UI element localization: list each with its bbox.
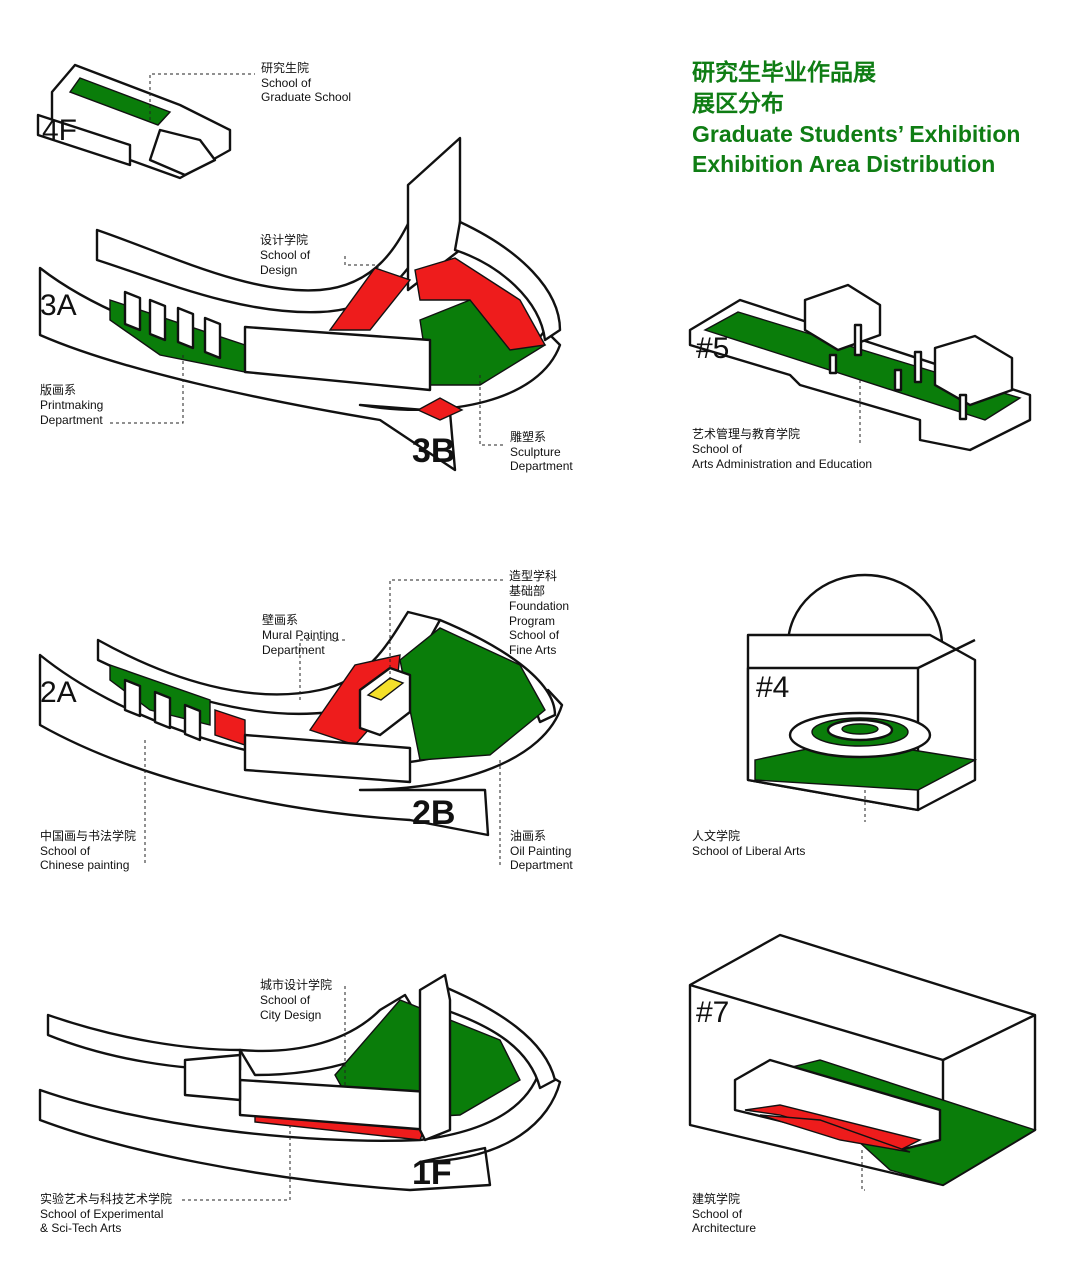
floor-4f-diagram: 4F <box>36 63 232 180</box>
svg-text:建筑学院: 建筑学院 <box>692 1191 740 1206</box>
title-line-1: 研究生毕业作品展 <box>692 59 876 85</box>
floor-label-4f: 4F <box>42 114 77 147</box>
svg-text:City Design: City Design <box>260 1008 321 1022</box>
svg-text:Graduate School: Graduate School <box>261 90 351 104</box>
leader-lines <box>110 73 866 1201</box>
svg-text:人文学院: 人文学院 <box>692 828 740 843</box>
label-foundation-program: 造型学科 基础部 Foundation Program School of Fi… <box>509 568 569 657</box>
label-sculpture: 雕塑系 Sculpture Department <box>510 429 573 473</box>
svg-text:School of: School of <box>261 76 312 90</box>
svg-text:壁画系: 壁画系 <box>262 612 298 627</box>
svg-text:Arts Administration and Educat: Arts Administration and Education <box>692 457 872 471</box>
svg-text:城市设计学院: 城市设计学院 <box>260 977 332 992</box>
svg-text:Sculpture: Sculpture <box>510 445 561 459</box>
svg-text:Chinese painting: Chinese painting <box>40 858 129 872</box>
svg-text:Mural Painting: Mural Painting <box>262 628 339 642</box>
svg-text:Department: Department <box>40 413 103 427</box>
label-city-design: 城市设计学院 School of City Design <box>260 977 332 1022</box>
svg-text:Fine Arts: Fine Arts <box>509 643 556 657</box>
floor-label-3b: 3B <box>412 432 455 470</box>
svg-text:Printmaking: Printmaking <box>40 398 103 412</box>
svg-text:School of: School of <box>260 993 311 1007</box>
svg-text:Design: Design <box>260 263 297 277</box>
floor-label-2b: 2B <box>412 794 455 832</box>
svg-text:研究生院: 研究生院 <box>261 60 309 75</box>
label-liberal-arts: 人文学院 School of Liberal Arts <box>692 828 805 858</box>
label-chinese-painting: 中国画与书法学院 School of Chinese painting <box>40 828 136 872</box>
svg-text:& Sci-Tech Arts: & Sci-Tech Arts <box>40 1221 121 1235</box>
svg-text:Program: Program <box>509 614 555 628</box>
svg-text:基础部: 基础部 <box>509 583 545 598</box>
floor-2-diagram: 2A 2B <box>38 610 564 837</box>
svg-text:艺术管理与教育学院: 艺术管理与教育学院 <box>692 426 800 441</box>
building-4-diagram: #4 <box>746 573 978 812</box>
floor-label-2a: 2A <box>40 676 77 709</box>
svg-text:版画系: 版画系 <box>40 383 76 397</box>
svg-text:实验艺术与科技艺术学院: 实验艺术与科技艺术学院 <box>40 1191 172 1206</box>
svg-text:School of: School of <box>509 628 560 642</box>
svg-text:雕塑系: 雕塑系 <box>510 429 546 444</box>
svg-text:Department: Department <box>262 643 325 657</box>
svg-text:油画系: 油画系 <box>510 829 546 843</box>
svg-text:Oil Painting: Oil Painting <box>510 844 571 858</box>
svg-text:School of: School of <box>692 442 743 456</box>
svg-text:中国画与书法学院: 中国画与书法学院 <box>40 828 136 843</box>
floor-3-diagram: 3A 3B <box>38 136 562 472</box>
svg-text:Department: Department <box>510 858 573 872</box>
label-arts-administration: 艺术管理与教育学院 School of Arts Administration … <box>692 426 872 471</box>
title-line-2: 展区分布 <box>692 90 784 116</box>
label-oil-painting: 油画系 Oil Painting Department <box>510 829 573 872</box>
svg-text:School of: School of <box>692 1207 743 1221</box>
label-experimental-arts: 实验艺术与科技艺术学院 School of Experimental & Sci… <box>40 1191 172 1235</box>
title-line-4: Exhibition Area Distribution <box>692 151 995 177</box>
svg-text:Foundation: Foundation <box>509 599 569 613</box>
floor-label-1f: 1F <box>412 1154 452 1192</box>
label-architecture: 建筑学院 School of Architecture <box>692 1191 756 1235</box>
floor-label-4: #4 <box>756 671 789 704</box>
label-mural-painting: 壁画系 Mural Painting Department <box>262 612 339 657</box>
label-graduate-school: 研究生院 School of Graduate School <box>261 60 351 104</box>
svg-text:Architecture: Architecture <box>692 1221 756 1235</box>
title-line-3: Graduate Students’ Exhibition <box>692 121 1020 147</box>
svg-text:Department: Department <box>510 459 573 473</box>
title-block: 研究生毕业作品展 展区分布 Graduate Students’ Exhibit… <box>692 59 1020 177</box>
label-printmaking: 版画系 Printmaking Department <box>40 383 103 427</box>
svg-text:School of: School of <box>260 248 311 262</box>
svg-text:School of Liberal Arts: School of Liberal Arts <box>692 844 805 858</box>
label-school-of-design: 设计学院 School of Design <box>260 232 311 277</box>
svg-text:造型学科: 造型学科 <box>509 568 557 583</box>
svg-text:School of: School of <box>40 844 91 858</box>
floor-label-5: #5 <box>696 332 729 365</box>
floor-1f-diagram: 1F <box>38 973 562 1192</box>
floor-label-7: #7 <box>696 996 729 1029</box>
building-7-diagram: #7 <box>688 933 1037 1187</box>
floor-label-3a: 3A <box>40 289 77 322</box>
svg-text:设计学院: 设计学院 <box>260 232 308 247</box>
building-5-diagram: #5 <box>688 283 1032 452</box>
svg-text:School of Experimental: School of Experimental <box>40 1207 163 1221</box>
